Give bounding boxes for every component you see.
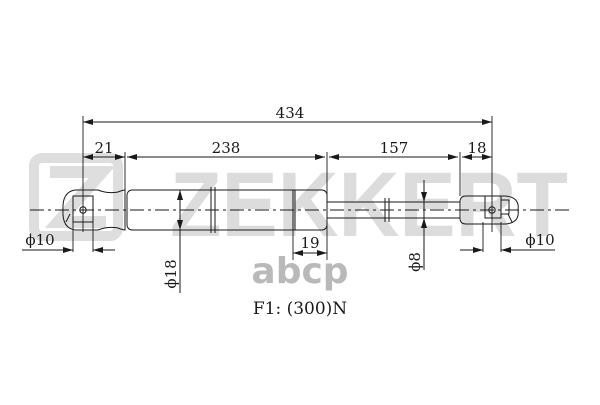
force-label: F1: (300)N [253,299,347,319]
dimension-overall-length: 434 [83,104,492,125]
left-eye-offset-label: 21 [94,139,113,157]
body-cylinder [126,189,328,231]
overall-length-label: 434 [276,104,305,122]
dimension-rod-length: 157 [329,139,458,160]
gas-spring-outline [62,187,519,233]
dimension-rod-diameter: ϕ8 [406,180,427,272]
left-eye-diameter-label: ϕ10 [25,231,54,249]
dimension-body-diameter: ϕ18 [162,190,183,293]
rod-diameter-label: ϕ8 [406,252,424,272]
abcp-watermark: abcp [251,251,348,292]
left-eye-block [72,195,94,223]
dimension-left-eye-offset: 21 [83,139,125,160]
body-end-section-label: 19 [300,234,319,252]
left-end-fitting [62,189,126,231]
rod-length-label: 157 [380,139,409,157]
body-length-label: 238 [212,139,241,157]
watermark-site-text: abcp [251,251,348,292]
dimension-body-length: 238 [127,139,325,160]
dimension-left-eye-diameter: ϕ10 [22,222,115,253]
right-eye-offset-label: 18 [467,139,486,157]
left-eye-hole [79,206,87,214]
right-eye-hole [488,206,496,214]
right-end-fitting [459,195,519,225]
watermark-brand-text: ZEKKERT [170,154,568,256]
right-eye-diameter-label: ϕ10 [525,231,554,249]
dimension-body-end-section: 19 [293,234,327,256]
body-diameter-label: ϕ18 [162,259,180,288]
dimension-right-eye-diameter: ϕ10 [460,222,555,253]
dimension-right-eye-offset: 18 [462,139,492,160]
